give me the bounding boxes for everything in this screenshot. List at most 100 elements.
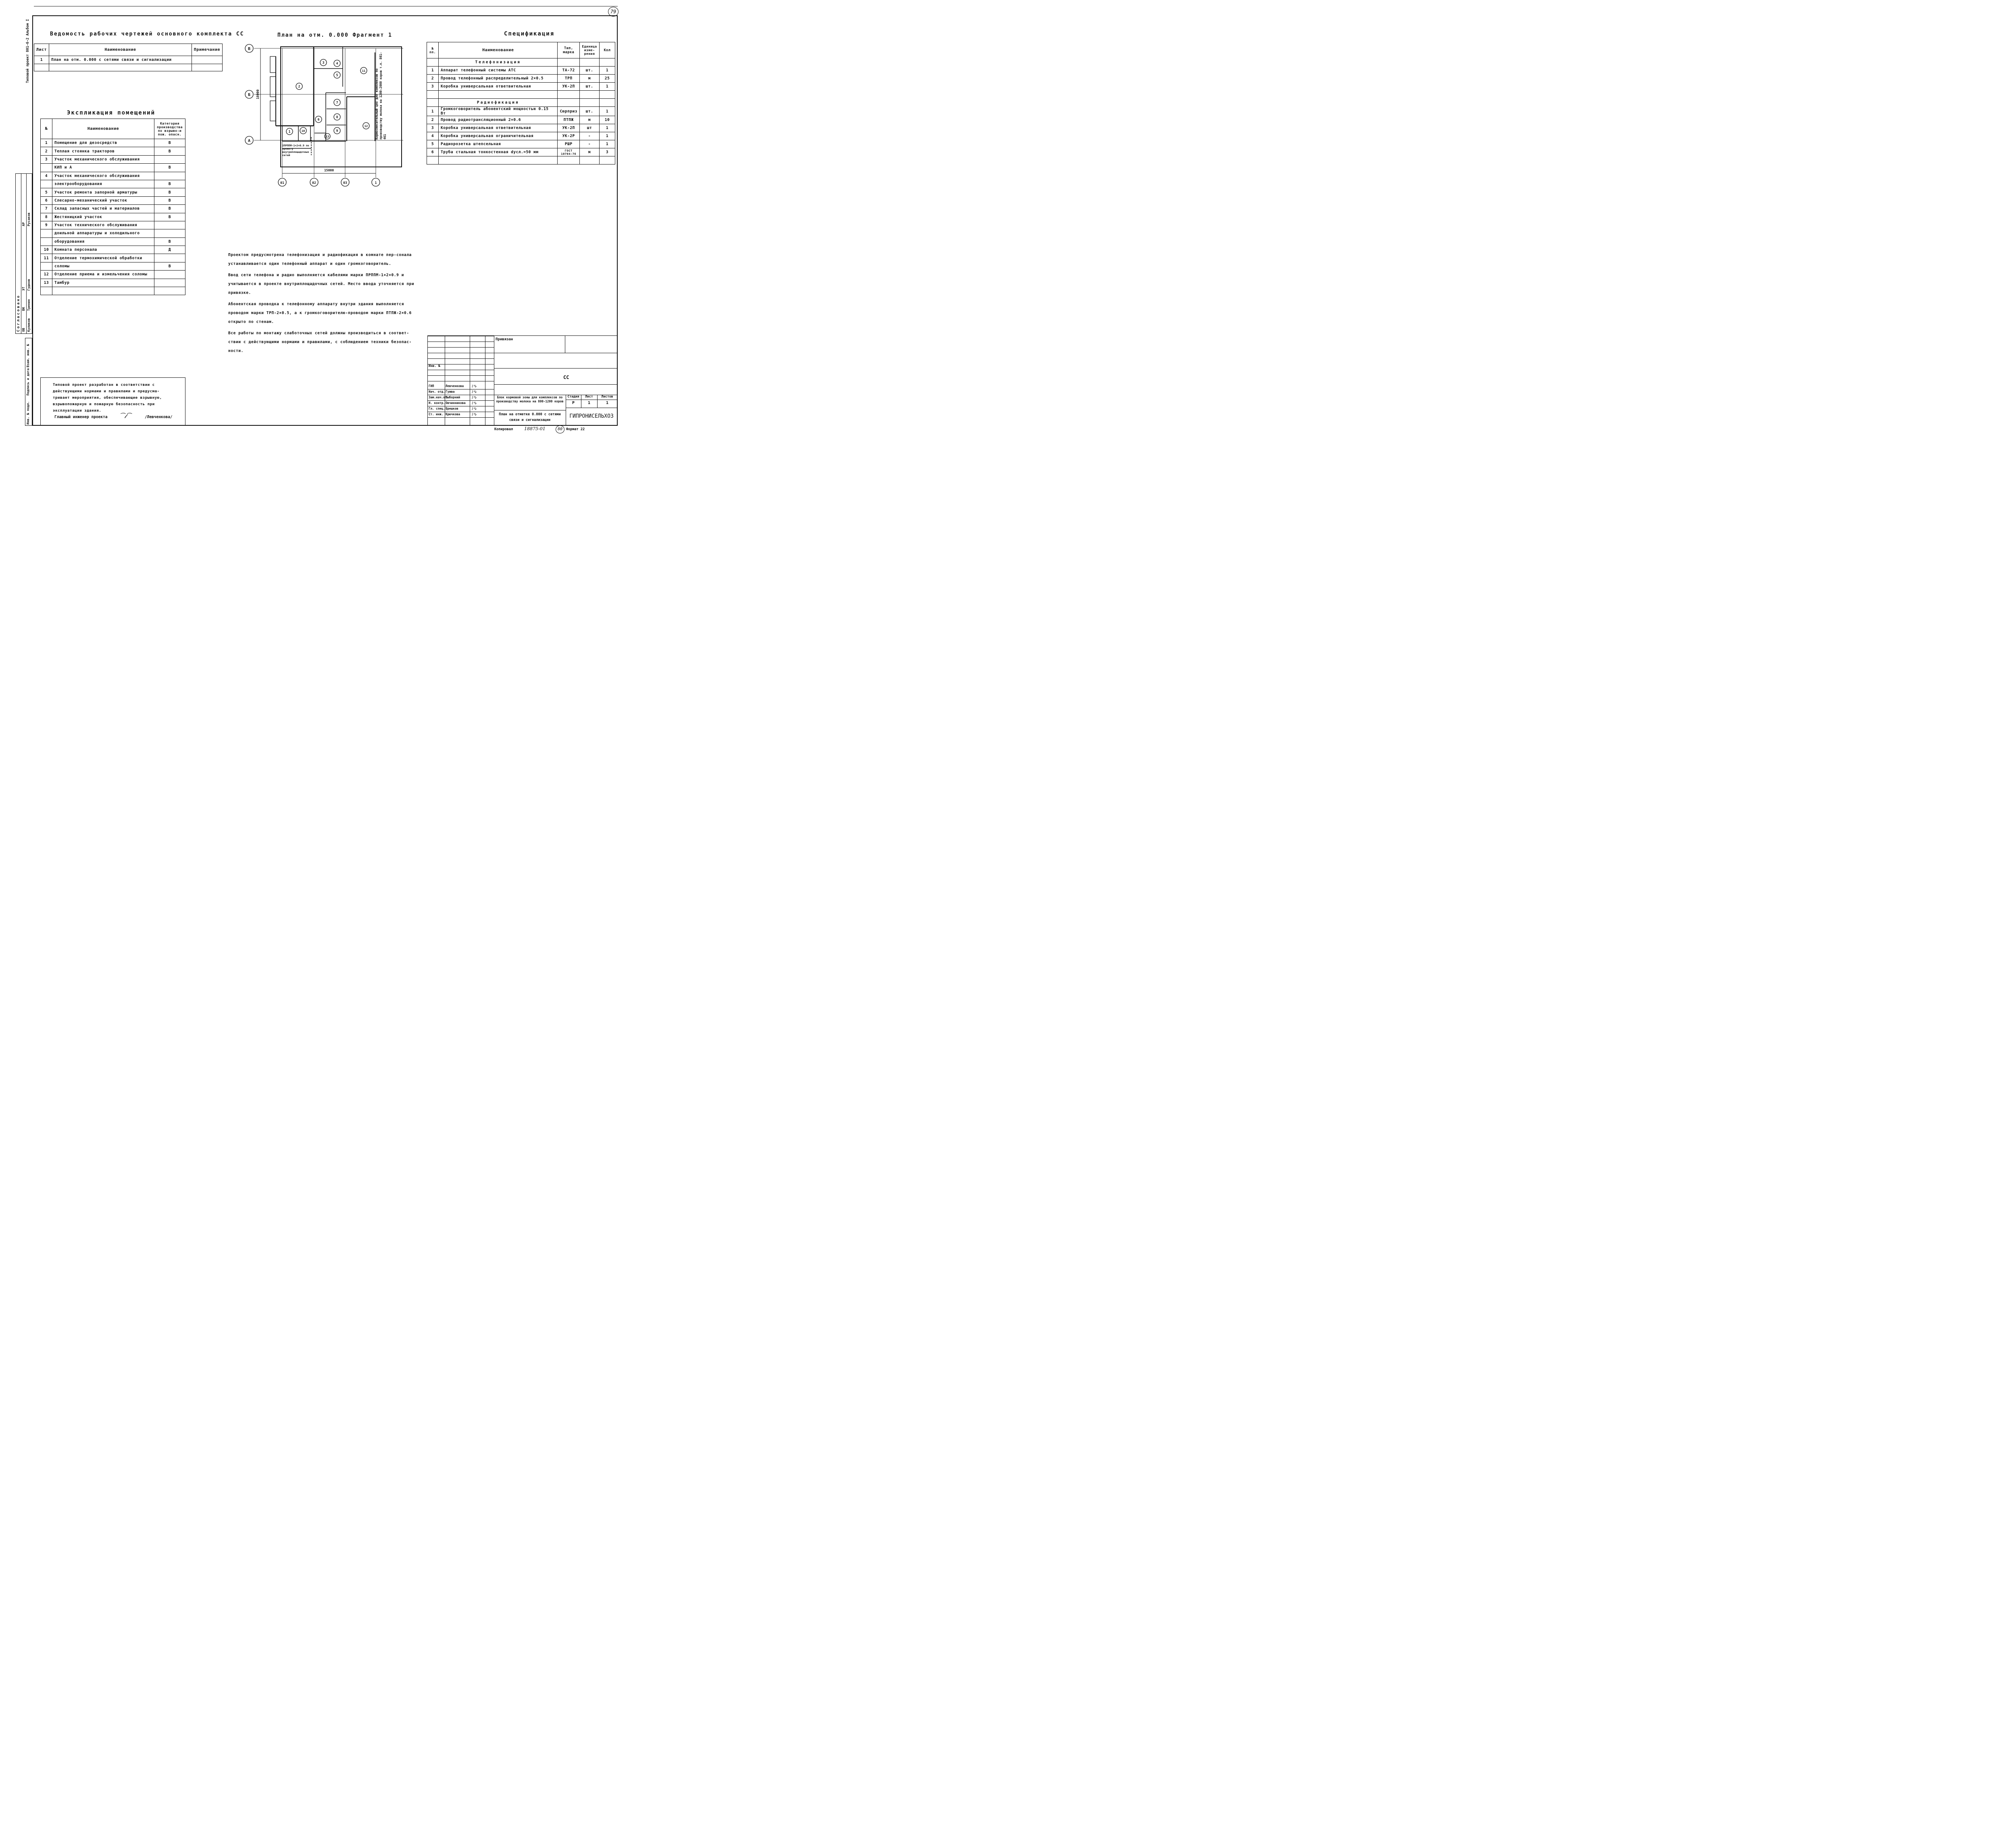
dept-vk: ВК bbox=[22, 307, 25, 311]
spec-name: Аппарат телефонный системы АТС bbox=[438, 66, 558, 75]
table-row bbox=[40, 287, 185, 296]
organization-name: ГИПРОНИСЕЛЬХОЗ bbox=[569, 413, 614, 419]
room-category: В bbox=[154, 212, 185, 221]
spec-title: Спецификация bbox=[504, 31, 555, 37]
room-name: Склад запасных частей и материалов bbox=[52, 204, 154, 213]
room-mark-8: 8 bbox=[336, 115, 338, 119]
sheet-list-table: Лист Наименование Примечание 1 План на о… bbox=[33, 44, 223, 71]
stamp-person: Гужва bbox=[446, 390, 455, 394]
room-category: В bbox=[154, 204, 185, 213]
page-circle: 80 bbox=[556, 425, 564, 433]
stamp-role: Нач. отд. bbox=[429, 390, 445, 394]
spec-unit: шт. bbox=[579, 82, 600, 91]
spec-qty: 1 bbox=[599, 82, 615, 91]
stamp-person: Левченкова bbox=[446, 384, 464, 388]
spec-col-type: Тип, марка bbox=[557, 42, 580, 58]
spec-type: УК-2Р bbox=[557, 132, 580, 140]
drawing-code: СС bbox=[563, 375, 569, 380]
dept-ar-name: Русаков bbox=[27, 212, 31, 226]
side-project-label: Типовой проект 801-6-2 Альбом I bbox=[26, 19, 30, 83]
dim-vertical: 18000 bbox=[256, 90, 260, 99]
spec-unit: шт bbox=[579, 124, 600, 132]
sheet-title: План на отметке 0.000 с сетями связи и с… bbox=[499, 412, 561, 422]
spec-qty: 25 bbox=[599, 74, 615, 83]
sheets-label: Листов bbox=[601, 395, 613, 398]
table-row: доильной аппаратуры и холодильного bbox=[40, 229, 185, 238]
room-name: Слесарно-механический участок bbox=[52, 196, 154, 205]
stamp-signature: ≀∿ bbox=[471, 400, 477, 406]
table-row: 1 План на отм. 0.000 с сетями связи и си… bbox=[33, 56, 223, 64]
spec-num: 2 bbox=[427, 74, 439, 83]
room-name: соломы bbox=[52, 262, 154, 271]
stamp-person: Овчинникова bbox=[446, 401, 466, 405]
stamp-role: Зам.нач.от. bbox=[429, 396, 449, 399]
note-3: Абонентская проводка к телефонному аппар… bbox=[228, 302, 412, 324]
floor-plan: В Б А 01 02 03 1 15000 18000 1 2 3 4 5 6… bbox=[245, 44, 403, 187]
spec-table: № пп. Наименование Тип, марка Единица из… bbox=[427, 42, 615, 165]
axis-row-a: А bbox=[248, 139, 250, 143]
spec-num: 3 bbox=[427, 124, 439, 132]
room-name: доильной аппаратуры и холодильного bbox=[52, 229, 154, 238]
note-4: Все работы по монтажу слаботочных сетей … bbox=[228, 331, 412, 353]
room-number: 13 bbox=[40, 278, 52, 287]
spec-qty: 3 bbox=[599, 148, 615, 156]
axis-row-b: Б bbox=[248, 93, 250, 97]
room-name: КИП и А bbox=[52, 163, 154, 172]
spec-qty: 1 bbox=[599, 124, 615, 132]
room-mark-11: 11 bbox=[362, 69, 365, 73]
spec-type: Сюрприз bbox=[557, 106, 580, 116]
room-number bbox=[40, 287, 52, 296]
spec-unit: м bbox=[579, 148, 600, 156]
rooms-table: № Наименование Категория производства по… bbox=[40, 119, 185, 296]
room-number: 12 bbox=[40, 270, 52, 279]
spec-name: Коробка универсальная ответвительная bbox=[438, 82, 558, 91]
spec-name: Провод телефонный распределительный 2×0.… bbox=[438, 74, 558, 83]
spec-qty: 1 bbox=[599, 140, 615, 148]
note-1: Проектом предусмотрена телефонизация и р… bbox=[228, 253, 412, 266]
room-name: Комната персонала bbox=[52, 246, 154, 254]
stamp-role: Н. контр. bbox=[429, 401, 445, 405]
dept-ov: ОВ bbox=[22, 328, 25, 332]
spec-section-phone: Телефонизация bbox=[438, 58, 558, 67]
stage-value: Р bbox=[572, 401, 575, 405]
room-mark-13: 13 bbox=[326, 135, 329, 138]
room-category: В bbox=[154, 262, 185, 271]
inv-number-label: Инв. № bbox=[429, 364, 440, 368]
spec-qty: 10 bbox=[599, 116, 615, 124]
doc-number: 18875-01 bbox=[524, 426, 546, 431]
stamp-signature: ≀∿ bbox=[471, 383, 477, 389]
axis-col-01: 01 bbox=[280, 181, 284, 185]
spec-qty: 1 bbox=[599, 66, 615, 75]
room-number: 2 bbox=[40, 147, 52, 156]
room-number: 4 bbox=[40, 171, 52, 180]
col-name: Наименование bbox=[49, 44, 192, 56]
rooms-col-name: Наименование bbox=[52, 119, 154, 139]
stamp-signature: ≀∿ bbox=[471, 389, 477, 394]
dept-et-name: Гудков bbox=[27, 279, 31, 291]
axis-col-1: 1 bbox=[375, 181, 377, 185]
spec-type: УК-2П bbox=[557, 82, 580, 91]
axis-col-02: 02 bbox=[312, 181, 316, 185]
table-row bbox=[33, 64, 223, 71]
room-name: Теплая стоянка тракторов bbox=[52, 147, 154, 156]
sheet-list-title: Ведомость рабочих чертежей основного ком… bbox=[50, 31, 244, 37]
room-category: В bbox=[154, 179, 185, 189]
sheet-number: 79 bbox=[608, 7, 619, 17]
room-number: 7 bbox=[40, 204, 52, 213]
stamp-signature: ≀∿ bbox=[471, 406, 477, 411]
drawing-frame bbox=[32, 15, 618, 426]
spec-col-name: Наименование bbox=[438, 42, 558, 58]
spec-col-num: № пп. bbox=[427, 42, 439, 58]
